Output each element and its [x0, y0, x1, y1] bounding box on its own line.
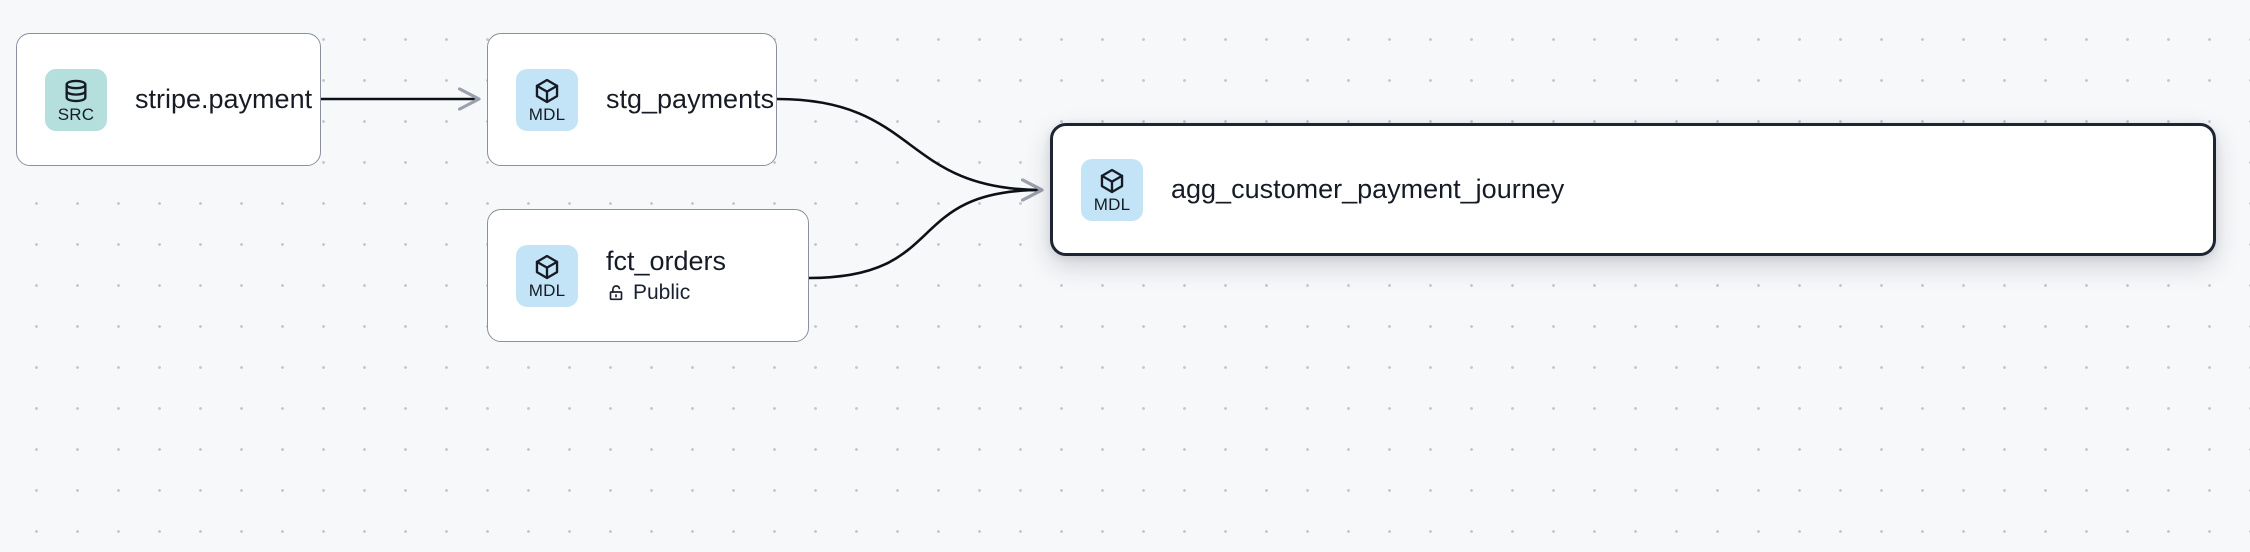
- lineage-edge[interactable]: [776, 97, 1042, 190]
- node-visibility: Public: [606, 281, 726, 305]
- badge-label: MDL: [528, 280, 566, 300]
- node-title: fct_orders: [606, 245, 727, 276]
- lineage-node-stg-payments[interactable]: MDL stg_payments: [487, 33, 777, 166]
- database-icon: [62, 77, 90, 105]
- lineage-node-stripe-payment[interactable]: SRC stripe.payment: [16, 33, 321, 166]
- node-type-badge-mdl: MDL: [1081, 158, 1143, 221]
- node-title: stripe.payment: [135, 83, 313, 114]
- visibility-label: Public: [633, 280, 691, 304]
- cube-icon: [533, 253, 561, 281]
- node-body: agg_customer_payment_journey: [1171, 174, 1564, 205]
- badge-label: SRC: [57, 104, 95, 124]
- cube-icon: [533, 77, 561, 105]
- node-body: fct_orders Public: [606, 246, 726, 305]
- node-title: stg_payments: [606, 83, 775, 114]
- unlock-icon: [606, 283, 626, 303]
- badge-label: MDL: [528, 104, 566, 124]
- node-type-badge-mdl: MDL: [516, 68, 578, 131]
- node-type-badge-src: SRC: [45, 68, 107, 131]
- node-type-badge-mdl: MDL: [516, 244, 578, 307]
- lineage-node-agg-customer-payment-journey[interactable]: MDL agg_customer_payment_journey: [1050, 123, 2216, 256]
- node-body: stg_payments: [606, 83, 775, 115]
- lineage-node-fct-orders[interactable]: MDL fct_orders Public: [487, 209, 809, 342]
- node-body: stripe.payment: [135, 83, 313, 115]
- badge-label: MDL: [1093, 194, 1131, 214]
- lineage-edge[interactable]: [808, 190, 1042, 280]
- node-title: agg_customer_payment_journey: [1171, 173, 1565, 204]
- cube-icon: [1098, 167, 1126, 195]
